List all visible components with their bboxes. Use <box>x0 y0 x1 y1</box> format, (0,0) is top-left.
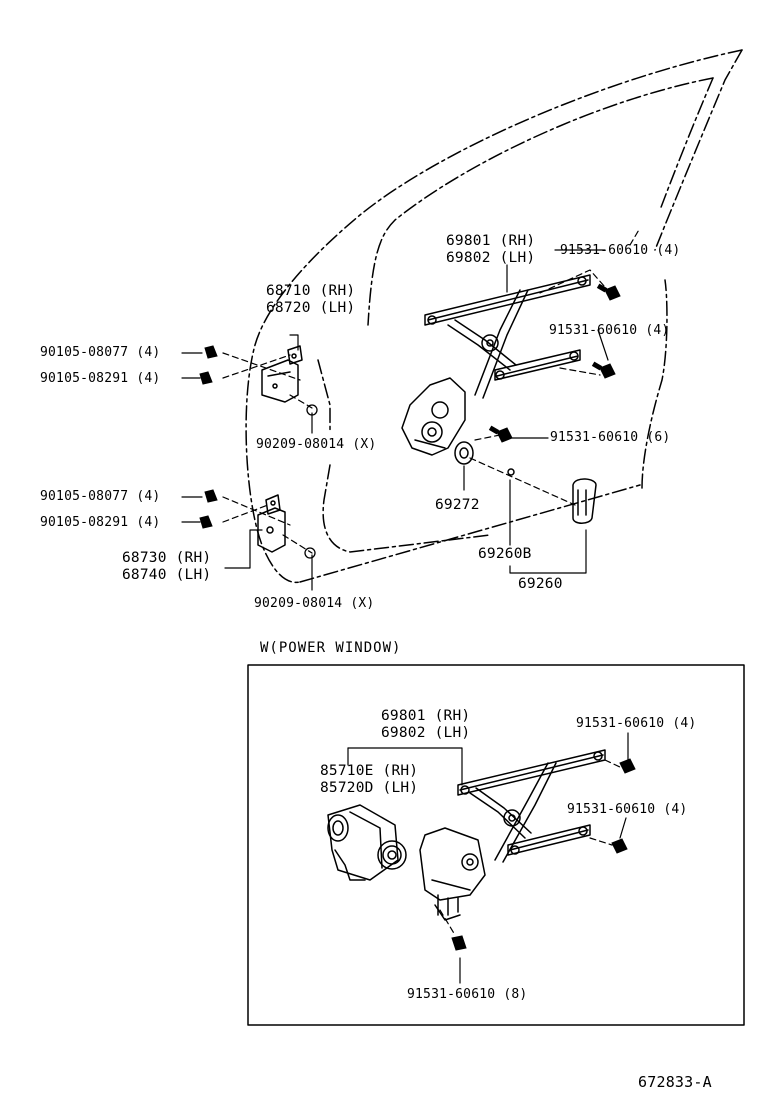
bolt-icon <box>204 345 218 359</box>
label-68730-rh: 68730 (RH) <box>122 550 212 566</box>
power-window-inset-frame <box>247 664 745 1026</box>
label-90209-08014-upper: 90209-08014 (X) <box>256 437 377 452</box>
label-91531-60610-6: 91531-60610 (6) <box>550 430 671 445</box>
bolt-icon <box>596 283 621 301</box>
window-regulator <box>401 274 591 456</box>
label-91531-60610-4-lower: 91531-60610 (4) <box>549 323 670 338</box>
label-69272: 69272 <box>435 497 480 513</box>
bolt-icon <box>611 838 628 854</box>
label-68710-rh: 68710 (RH) <box>266 283 356 299</box>
label-68740-lh: 68740 (LH) <box>122 567 212 583</box>
power-window-regulator <box>419 749 606 921</box>
door-outline <box>245 49 743 584</box>
label-68720-lh: 68720 (LH) <box>266 300 356 316</box>
inset-title: W(POWER WINDOW) <box>260 640 402 656</box>
inset-leader-lines-dashed <box>439 759 623 936</box>
label-69260: 69260 <box>518 576 563 592</box>
nut-icon <box>304 547 316 559</box>
leader-lines-solid <box>181 249 609 591</box>
bolt-icon <box>591 361 616 379</box>
label-69802-lh: 69802 (LH) <box>446 250 536 266</box>
bolt-icon <box>451 935 467 951</box>
window-crank-handle <box>454 441 474 465</box>
upper-hinge <box>261 345 303 403</box>
nut-icon <box>306 404 318 416</box>
label-90209-08014-lower: 90209-08014 (X) <box>254 596 375 611</box>
bolt-icon <box>199 515 213 529</box>
window-motor <box>327 804 407 881</box>
inset-label-69802-lh: 69802 (LH) <box>381 725 471 741</box>
bolt-icon <box>199 371 213 385</box>
inset-label-69801-rh: 69801 (RH) <box>381 708 471 724</box>
inset-label-85720d-lh: 85720D (LH) <box>320 780 419 796</box>
bolt-icon <box>619 758 636 774</box>
crank-knob <box>572 478 597 524</box>
nuts <box>304 404 318 559</box>
label-91531-60610-4-upper: 91531-60610 (4) <box>560 243 681 258</box>
label-69260b: 69260B <box>478 546 532 562</box>
inset-label-91531-60610-4-upper: 91531-60610 (4) <box>576 716 697 731</box>
fasteners <box>199 283 636 951</box>
bolt-icon <box>488 425 513 443</box>
clip <box>507 468 515 476</box>
diagram-reference-number: 672833-A <box>638 1073 712 1091</box>
label-90105-08077-lower: 90105-08077 (4) <box>40 489 161 504</box>
lower-hinge <box>257 494 286 553</box>
bolt-icon <box>204 489 218 503</box>
inset-label-91531-60610-4-lower: 91531-60610 (4) <box>567 802 688 817</box>
inset-label-91531-60610-8: 91531-60610 (8) <box>407 987 528 1002</box>
label-90105-08291-lower: 90105-08291 (4) <box>40 515 161 530</box>
inset-label-85710e-rh: 85710E (RH) <box>320 763 419 779</box>
label-90105-08291-upper: 90105-08291 (4) <box>40 371 161 386</box>
label-90105-08077-upper: 90105-08077 (4) <box>40 345 161 360</box>
inset-leader-lines-solid <box>347 732 629 984</box>
label-69801-rh: 69801 (RH) <box>446 233 536 249</box>
